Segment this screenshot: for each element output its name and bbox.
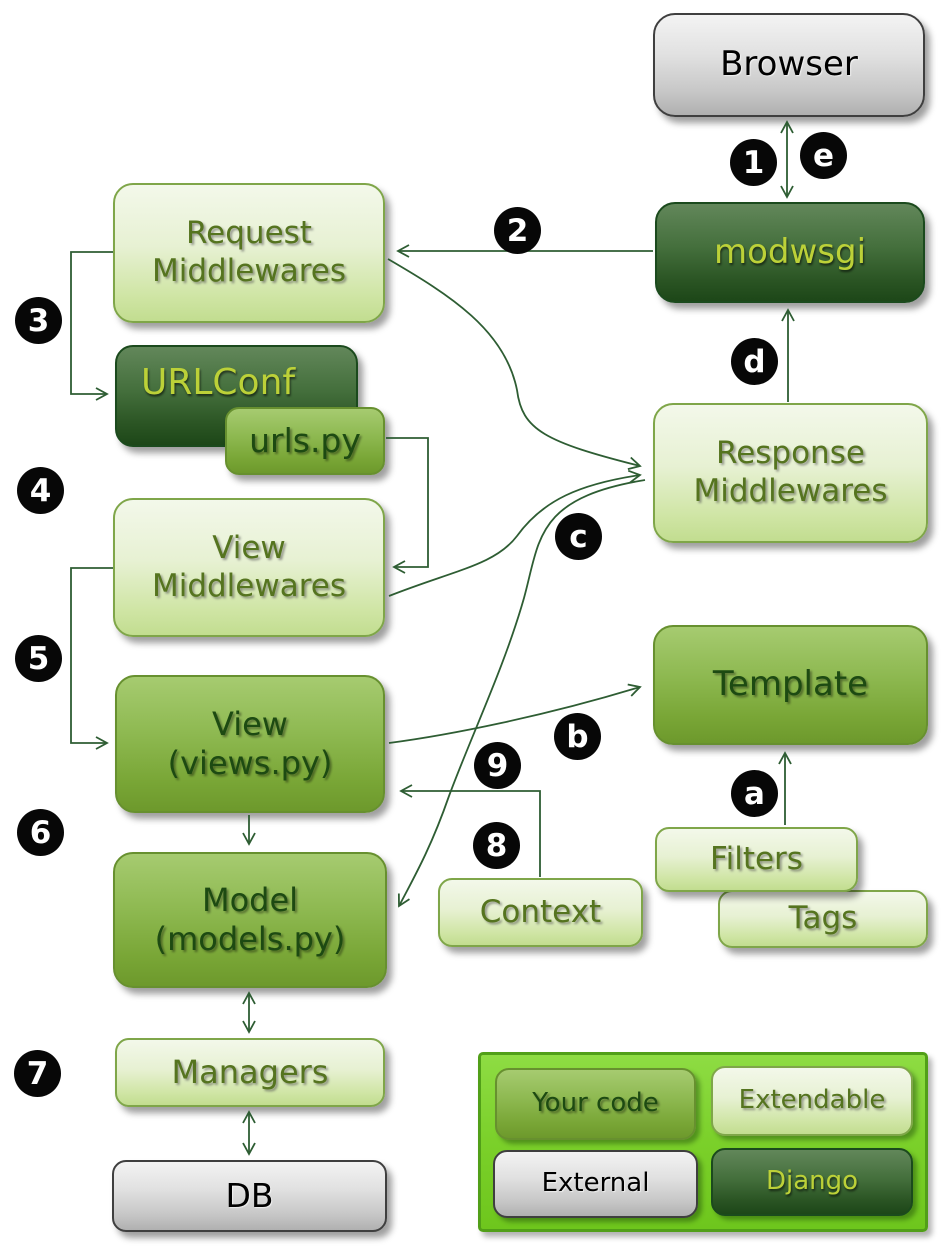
- legend-your-code: Your code: [495, 1068, 696, 1140]
- response-middlewares-line2: Middlewares: [693, 473, 888, 509]
- view-middlewares-line2: Middlewares: [151, 567, 347, 604]
- badge-step-3: 3: [15, 297, 62, 344]
- node-view: View (views.py): [115, 675, 385, 813]
- node-context: Context: [438, 878, 643, 947]
- badge-step-4: 4: [17, 467, 64, 514]
- node-urls-py-label: urls.py: [249, 420, 361, 460]
- badge-step-3-label: 3: [27, 302, 50, 339]
- legend-your-code-label: Your code: [532, 1088, 659, 1119]
- view-line1: View: [212, 704, 288, 743]
- badge-step-9-label: 9: [486, 747, 509, 784]
- request-middlewares-line1: Request: [186, 215, 312, 252]
- legend: Your code Extendable External Django: [478, 1052, 928, 1232]
- node-filters: Filters: [655, 827, 858, 892]
- badge-step-d-label: d: [743, 343, 766, 380]
- badge-step-2: 2: [494, 207, 541, 254]
- badge-step-e-label: e: [812, 137, 835, 174]
- node-tags-label: Tags: [788, 900, 858, 937]
- badge-step-6: 6: [17, 809, 64, 856]
- arrow-urlspy-view-middlewares: [386, 437, 429, 574]
- badge-step-4-label: 4: [29, 472, 52, 509]
- node-template-label: Template: [712, 664, 869, 705]
- node-request-middlewares: Request Middlewares: [113, 183, 385, 323]
- badge-step-8-label: 8: [485, 827, 508, 864]
- node-urlconf-label: URLConf: [141, 362, 296, 403]
- badge-step-5: 5: [15, 635, 62, 682]
- node-db: DB: [112, 1160, 387, 1232]
- curve-request-middlewares-response-middlewares: [387, 258, 642, 470]
- node-model: Model (models.py): [113, 852, 387, 988]
- badge-step-b: b: [554, 713, 601, 760]
- badge-step-a-label: a: [744, 775, 765, 812]
- arrow-context-view: [399, 784, 541, 877]
- node-response-middlewares: Response Middlewares: [653, 403, 928, 543]
- view-middlewares-line1: View: [212, 529, 286, 566]
- badge-step-e: e: [800, 132, 847, 179]
- node-tags: Tags: [718, 890, 928, 948]
- model-line2: (models.py): [154, 920, 346, 958]
- node-modwsgi: modwsgi: [655, 202, 925, 303]
- legend-external: External: [493, 1150, 698, 1218]
- response-middlewares-line1: Response: [716, 435, 865, 472]
- node-browser-label: Browser: [720, 44, 858, 85]
- badge-step-1-label: 1: [742, 144, 765, 181]
- node-modwsgi-label: modwsgi: [713, 231, 867, 272]
- legend-extendable: Extendable: [711, 1066, 913, 1136]
- badge-step-6-label: 6: [29, 814, 52, 851]
- legend-extendable-label: Extendable: [738, 1085, 886, 1116]
- node-template: Template: [653, 625, 928, 745]
- curve-view-template: [388, 683, 642, 744]
- node-view-middlewares: View Middlewares: [113, 498, 385, 637]
- badge-step-b-label: b: [566, 718, 589, 755]
- curve-view-middlewares-response-middlewares: [388, 469, 642, 597]
- node-managers: Managers: [115, 1038, 385, 1107]
- arrow-view-middlewares-view: [70, 567, 113, 750]
- model-line1: Model: [201, 880, 299, 919]
- node-managers-label: Managers: [171, 1052, 329, 1091]
- badge-step-5-label: 5: [27, 640, 50, 677]
- curve-junction-model: [397, 479, 646, 908]
- legend-django-label: Django: [765, 1166, 859, 1197]
- badge-step-d: d: [731, 338, 778, 385]
- node-context-label: Context: [479, 893, 602, 930]
- node-filters-label: Filters: [710, 840, 803, 877]
- badge-step-1: 1: [730, 139, 777, 186]
- badge-step-c-label: c: [569, 518, 588, 555]
- node-urls-py: urls.py: [225, 407, 385, 475]
- badge-step-7-label: 7: [26, 1055, 49, 1092]
- arrow-request-middlewares-urlconf: [70, 251, 113, 401]
- badge-step-8: 8: [473, 822, 520, 869]
- badge-step-c: c: [555, 513, 602, 560]
- view-line2: (views.py): [167, 744, 333, 782]
- request-middlewares-line2: Middlewares: [151, 253, 347, 289]
- badge-step-2-label: 2: [506, 212, 529, 249]
- legend-external-label: External: [541, 1168, 650, 1199]
- legend-django: Django: [711, 1148, 913, 1216]
- node-db-label: DB: [225, 1175, 274, 1215]
- node-browser: Browser: [653, 13, 925, 117]
- badge-step-7: 7: [14, 1050, 61, 1097]
- badge-step-a: a: [731, 770, 778, 817]
- badge-step-9: 9: [474, 742, 521, 789]
